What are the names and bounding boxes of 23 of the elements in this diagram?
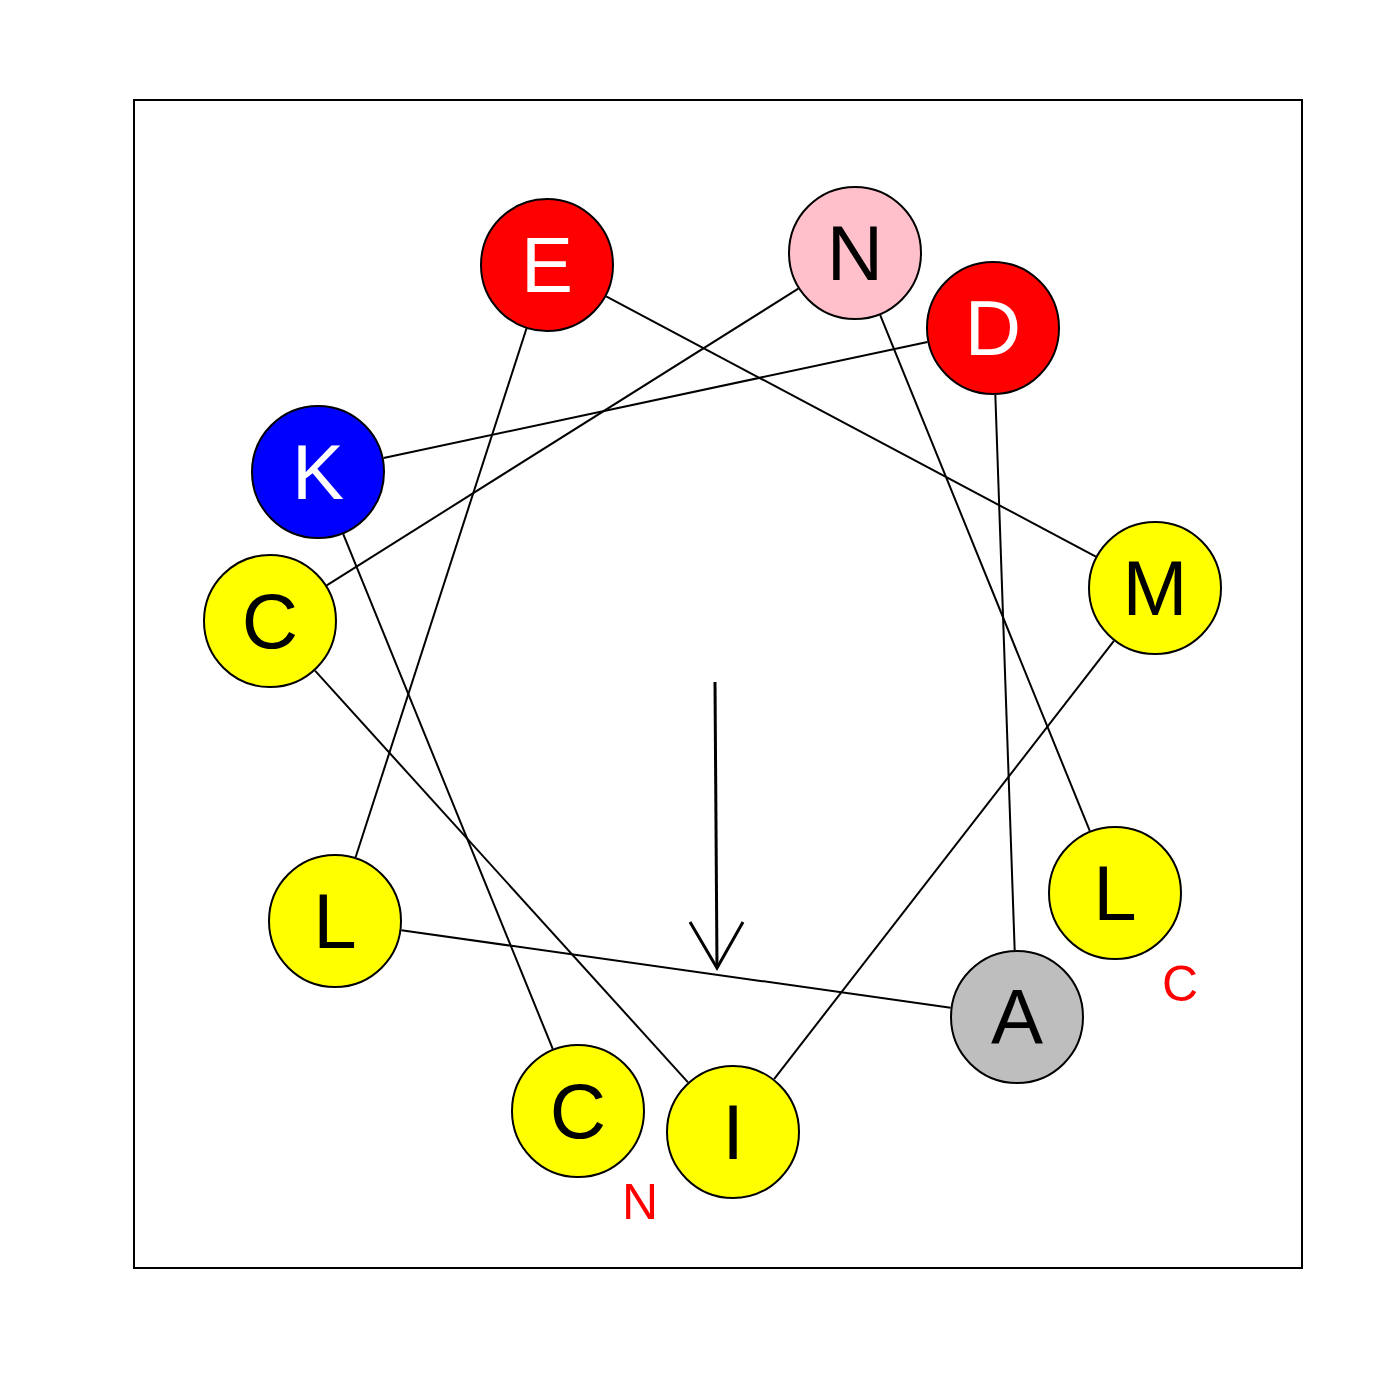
residue-letter: L: [313, 882, 357, 960]
connector-line: [342, 533, 554, 1050]
residue-letter: D: [964, 289, 1022, 367]
residue-letter: E: [521, 226, 573, 304]
terminus-label: N: [621, 1177, 659, 1227]
residue-letter: A: [991, 978, 1043, 1056]
connector-line: [400, 929, 952, 1009]
connector-line: [354, 327, 528, 859]
connector-line: [325, 287, 800, 587]
terminus-label: C: [1161, 959, 1199, 1009]
connector-line: [994, 393, 1016, 952]
residue-letter: N: [826, 214, 884, 292]
connector-line: [605, 295, 1097, 558]
residue-letter: M: [1122, 549, 1188, 627]
residue-letter: I: [722, 1093, 744, 1171]
residue-letter: C: [241, 582, 299, 660]
residue-letter: C: [549, 1072, 607, 1150]
residue-letter: L: [1093, 854, 1137, 932]
connector-line: [382, 341, 929, 459]
connector-line: [314, 669, 689, 1084]
connector-line: [773, 639, 1115, 1081]
residue-letter: K: [292, 433, 344, 511]
connector-line: [879, 314, 1091, 832]
